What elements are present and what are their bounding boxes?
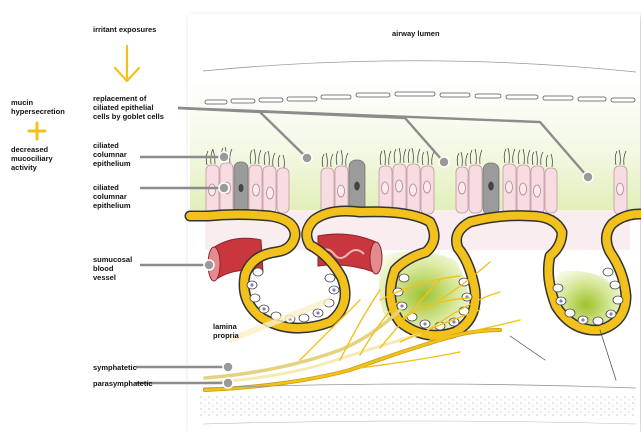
down-arrow-icon <box>115 46 139 81</box>
ciliated-epithelium-label-2: ciliated columnar epithelium <box>93 183 131 210</box>
plus-icon <box>29 123 45 139</box>
ciliated-epithelium-label-1: ciliated columnar epithelium <box>93 141 131 168</box>
cartilage-speckle <box>200 396 636 416</box>
airway-lumen-label: airway lumen <box>392 29 440 38</box>
parasympathetic-label: parasymphatetic <box>93 379 153 388</box>
replacement-label: replacement of ciliated epithelial cells… <box>93 94 164 121</box>
mucin-hypersecretion-label: mucin hypersecretion <box>11 98 65 116</box>
submucosal-vessel-label: sumucosal blood vessel <box>93 255 132 282</box>
decreased-mucociliary-label: decreased mucociliary activity <box>11 145 53 172</box>
irritant-exposures-label: irritant exposures <box>93 25 156 34</box>
sympathetic-label: symphatetic <box>93 363 137 372</box>
lamina-propria-label: lamina propria <box>213 322 239 340</box>
